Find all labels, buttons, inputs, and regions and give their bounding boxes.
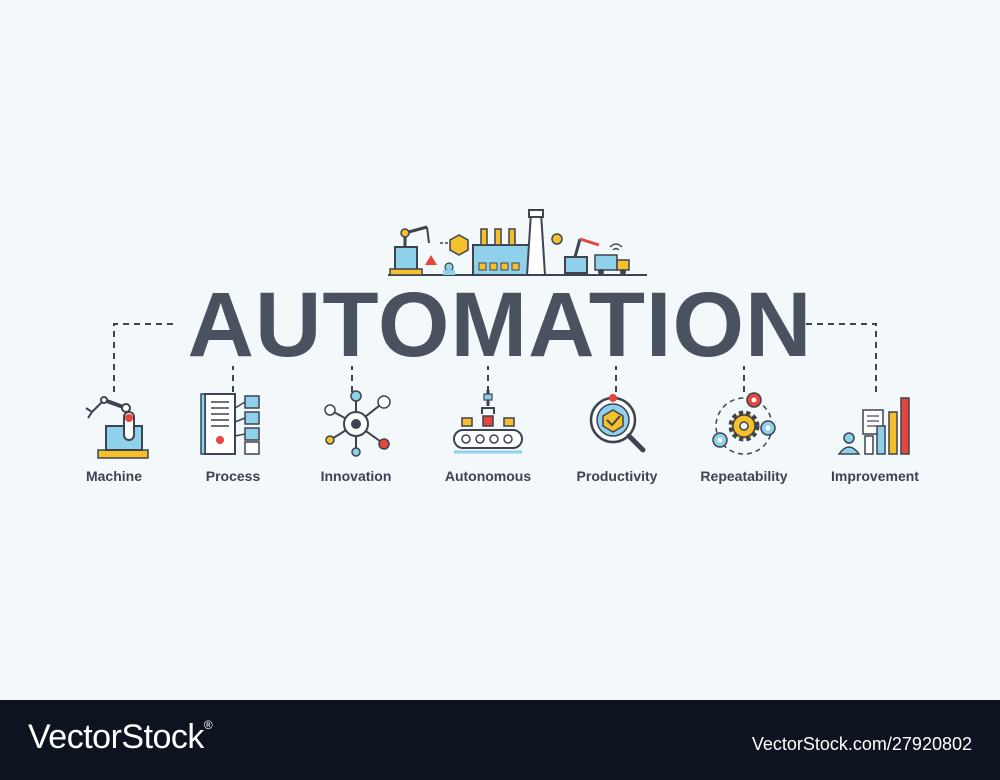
conveyor-icon	[453, 390, 523, 454]
gears-cycle-icon	[712, 392, 776, 455]
banner: AUTOMATION Machine	[49, 209, 940, 484]
item-label: Autonomous	[444, 468, 532, 484]
item-label: Machine	[85, 468, 142, 484]
watermark-footer: VectorStock® VectorStock.com/27920802	[0, 700, 1000, 780]
item-autonomous: Autonomous	[423, 388, 553, 484]
network-eye-icon	[324, 390, 391, 457]
item-label: Productivity	[576, 468, 658, 484]
page-title: AUTOMATION	[187, 274, 813, 376]
footer-image-id: VectorStock.com/27920802	[751, 734, 972, 754]
item-process: Process	[168, 388, 298, 484]
item-label: Process	[205, 468, 261, 484]
server-blocks-icon	[200, 393, 260, 455]
item-productivity: Productivity	[552, 388, 682, 484]
footer-brand: VectorStock®	[28, 718, 213, 757]
item-machine: Machine	[49, 388, 179, 484]
item-label: Improvement	[831, 468, 919, 484]
item-improvement: Improvement	[810, 388, 940, 484]
factory-illustration	[388, 209, 647, 276]
magnifier-check-icon	[589, 394, 646, 453]
growth-chart-icon	[837, 397, 910, 455]
item-innovation: Innovation	[291, 388, 421, 484]
item-label: Innovation	[320, 468, 392, 484]
brand-name: VectorStock	[28, 718, 204, 756]
dashed-connectors	[113, 323, 877, 392]
registered-mark: ®	[203, 718, 213, 732]
item-repeatability: Repeatability	[679, 388, 809, 484]
robot-arm-icon	[85, 396, 149, 459]
item-label: Repeatability	[700, 468, 788, 484]
